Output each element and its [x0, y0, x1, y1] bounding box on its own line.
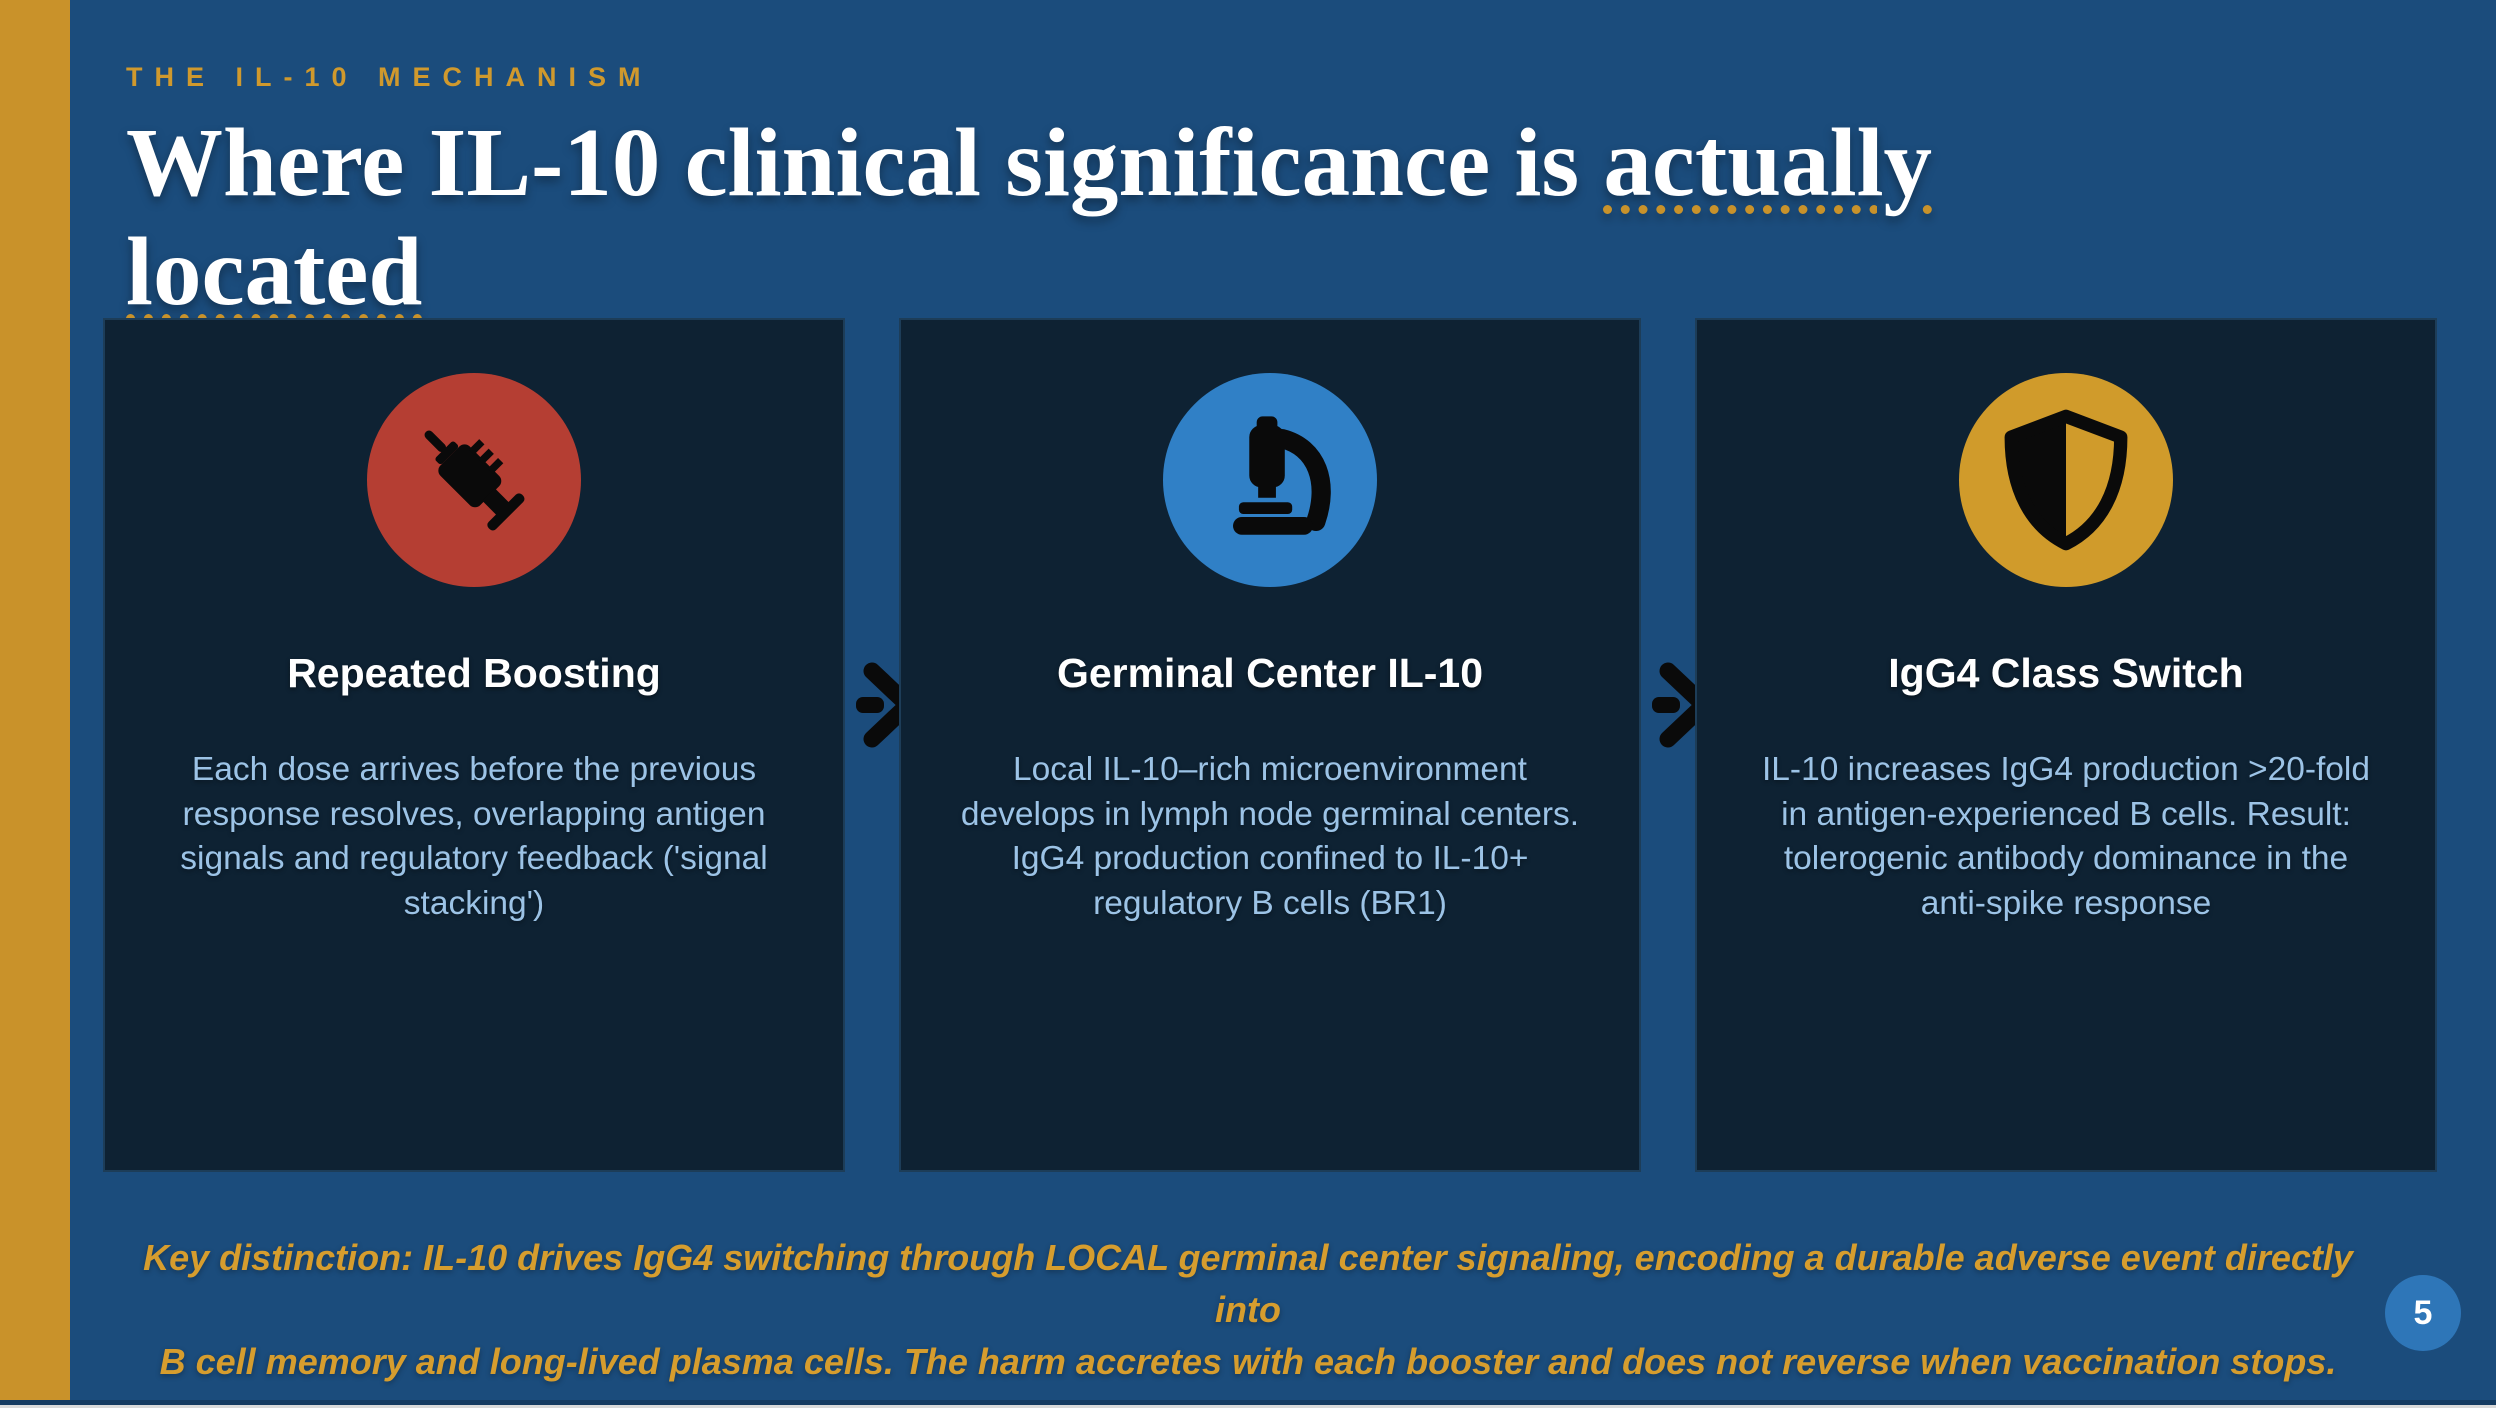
bottom-edge-line [0, 1400, 2496, 1405]
microscope-icon [1163, 373, 1377, 587]
title-prefix: Where IL-10 clinical significance is [126, 109, 1604, 216]
card-body: Local IL-10–rich microenvironment develo… [960, 751, 1580, 922]
note-line-1: Key distinction: IL-10 drives IgG4 switc… [143, 1237, 2353, 1331]
note-line-2: B cell memory and long-lived plasma cell… [159, 1341, 2337, 1383]
card-germinal-center: Germinal Center IL-10 Local IL-10–rich m… [899, 318, 1641, 1172]
window-edge-strip [0, 1405, 2496, 1408]
card-igg4-class-switch: IgG4 Class Switch IL-10 increases IgG4 p… [1695, 318, 2437, 1172]
shield-icon [1959, 373, 2173, 587]
card-repeated-boosting: Repeated Boosting Each dose arrives befo… [103, 318, 845, 1172]
card-title: IgG4 Class Switch [1888, 650, 2244, 696]
syringe-icon [367, 373, 581, 587]
title-underlined-word: actually [1603, 109, 1933, 216]
card-title: Germinal Center IL-10 [1056, 650, 1484, 696]
title-underlined-word2: located [126, 217, 423, 325]
key-distinction-note: Key distinction: IL-10 drives IgG4 switc… [120, 1232, 2376, 1389]
slide-title: Where IL-10 clinical significance is act… [126, 109, 2426, 326]
card-title: Repeated Boosting [287, 650, 661, 696]
cards-row: Repeated Boosting Each dose arrives befo… [103, 318, 2437, 1172]
left-accent-bar [0, 0, 70, 1405]
eyebrow-label: THE IL-10 MECHANISM [126, 62, 653, 92]
slide-header: THE IL-10 MECHANISM Where IL-10 clinical… [126, 62, 2426, 326]
page-number-badge: 5 [2385, 1275, 2461, 1351]
card-body: Each dose arrives before the previous re… [180, 751, 768, 922]
card-body: IL-10 increases IgG4 production >20-fold… [1761, 751, 2371, 922]
